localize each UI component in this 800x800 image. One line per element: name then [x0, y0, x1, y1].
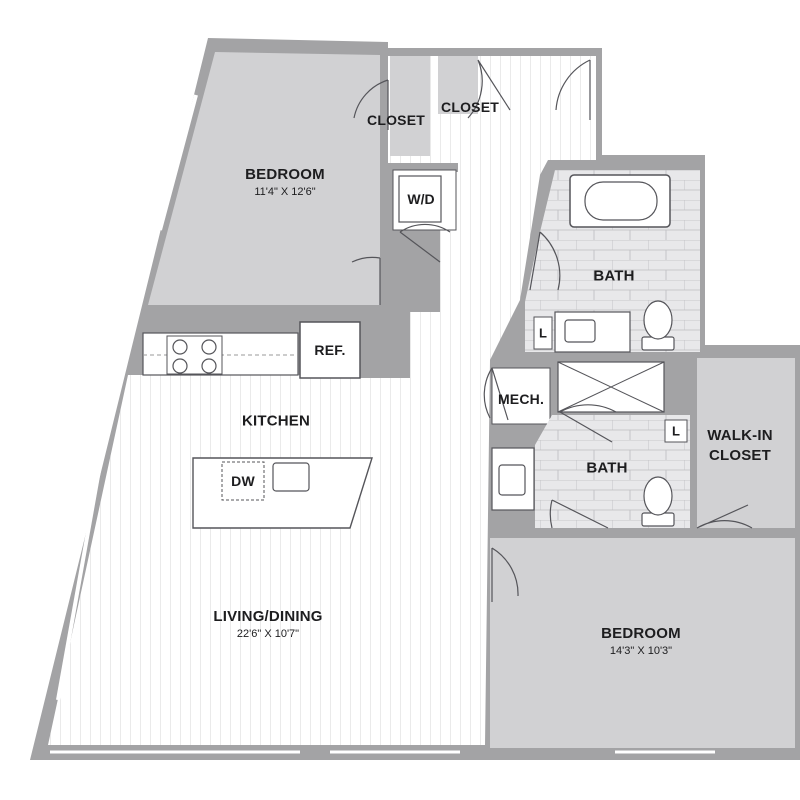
door-closet-2: [467, 59, 511, 119]
closet-1-label: CLOSET: [367, 112, 425, 128]
bath-2-label: BATH: [586, 459, 628, 477]
shower-x-2: [557, 361, 665, 413]
door-shower: [559, 404, 617, 443]
closet-2-floor: [438, 56, 478, 114]
bedroom-2-floor: [490, 538, 795, 748]
sink-1: [564, 319, 596, 343]
walkin-closet-line-1: WALK-IN: [707, 427, 773, 444]
dishwasher-outline: [221, 461, 265, 501]
bedroom-2-dims: 14'3" X 10'3": [609, 645, 673, 657]
wd-label: W/D: [407, 191, 435, 207]
window-living: [56, 419, 110, 701]
dishwasher-label: DW: [231, 473, 255, 489]
kitchen-label: KITCHEN: [241, 412, 311, 430]
door-wd: [399, 223, 451, 263]
burner-4: [201, 358, 217, 374]
bathtub-basin: [584, 181, 658, 221]
closet-2-label: CLOSET: [441, 99, 499, 115]
living-dining-dims: 22'6" X 10'7": [236, 628, 300, 640]
linen-2-label: L: [672, 423, 680, 439]
linen-1: [533, 316, 553, 350]
bedroom-2-label: BEDROOM 14'3" X 10'3": [601, 625, 681, 657]
linen-2: [664, 419, 688, 443]
door-bath-2: [549, 499, 609, 529]
toilet-2-bowl: [643, 476, 673, 516]
mech-label: MECH.: [497, 391, 545, 407]
walkin-closet-floor: [697, 358, 795, 528]
burner-1: [172, 339, 188, 355]
door-closet-1: [353, 79, 389, 130]
door-walkin: [696, 504, 753, 529]
wd-box: [398, 175, 442, 223]
door-bedroom-1: [351, 256, 381, 305]
sink-2: [498, 464, 526, 496]
door-bath-1: [529, 231, 561, 291]
linen-1-label: L: [539, 325, 547, 341]
bedroom-1-name: BEDROOM: [245, 166, 325, 183]
closet-1-floor: [390, 56, 430, 156]
door-bedroom-2: [491, 547, 519, 602]
toilet-1-bowl: [643, 300, 673, 340]
walkin-closet-line-2: CLOSET: [708, 447, 772, 464]
bedroom-2-name: BEDROOM: [601, 625, 681, 642]
bedroom-1-label: BEDROOM 11'4" X 12'6": [245, 166, 325, 198]
window-bedroom-1: [158, 94, 198, 231]
range: [166, 335, 223, 375]
walkin-closet-label: WALK-IN CLOSET: [707, 426, 773, 466]
burner-3: [172, 358, 188, 374]
bedroom-1-floor: [148, 52, 380, 305]
door-hall: [555, 59, 591, 120]
door-mech: [483, 367, 509, 421]
bath-1-label: BATH: [593, 267, 635, 285]
mech-floor: [491, 367, 551, 425]
refrigerator-label: REF.: [314, 342, 346, 358]
bedroom-1-dims: 11'4" X 12'6": [254, 186, 316, 198]
living-dining-floor: [48, 56, 596, 745]
island-sink: [272, 462, 310, 492]
refrigerator-box: [299, 321, 361, 379]
living-dining-name: LIVING/DINING: [213, 608, 323, 625]
living-dining-label: LIVING/DINING 22'6" X 10'7": [213, 608, 322, 640]
burner-2: [201, 339, 217, 355]
